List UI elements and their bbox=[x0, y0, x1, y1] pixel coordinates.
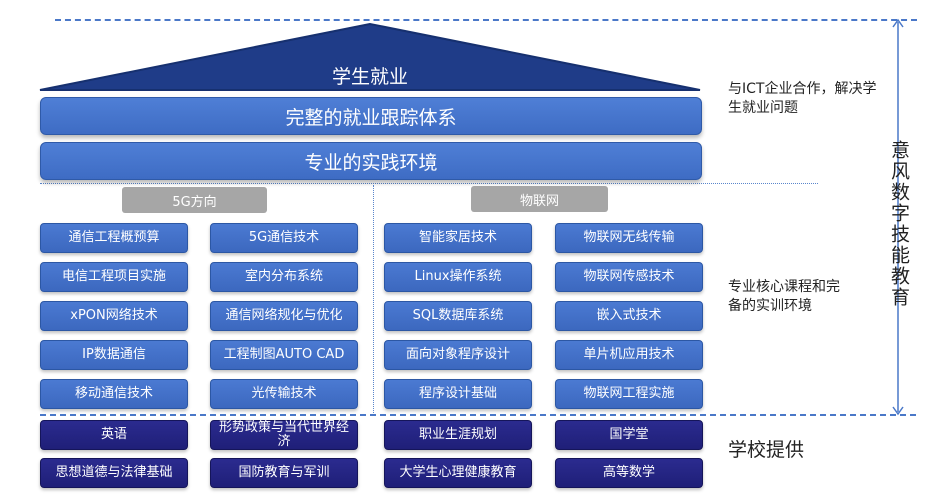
course-box: 光传输技术 bbox=[210, 379, 358, 409]
course-box: 物联网无线传输 bbox=[555, 223, 703, 253]
roof-label: 学生就业 bbox=[331, 66, 408, 88]
school-course-box: 职业生涯规划 bbox=[384, 420, 532, 450]
course-box: 5G通信技术 bbox=[210, 223, 358, 253]
span-arrow bbox=[892, 18, 904, 416]
school-course-box: 思想道德与法律基础 bbox=[40, 458, 188, 488]
note-school-provided: 学校提供 bbox=[728, 439, 805, 461]
top-dashed-line bbox=[55, 19, 917, 21]
course-box: 通信工程概预算 bbox=[40, 223, 188, 253]
course-box: 物联网工程实施 bbox=[555, 379, 703, 409]
course-box: Linux操作系统 bbox=[384, 262, 532, 292]
course-box: 通信网络规化与优化 bbox=[210, 301, 358, 331]
note-core-courses: 专业核心课程和完备的实训环境 bbox=[728, 279, 840, 314]
course-box: IP数据通信 bbox=[40, 340, 188, 370]
course-box: 室内分布系统 bbox=[210, 262, 358, 292]
course-box: 工程制图AUTO CAD bbox=[210, 340, 358, 370]
course-box: 电信工程项目实施 bbox=[40, 262, 188, 292]
course-box: 智能家居技术 bbox=[384, 223, 532, 253]
course-box: 物联网传感技术 bbox=[555, 262, 703, 292]
practice-environment-band: 专业的实践环境 bbox=[40, 142, 702, 180]
side-label: 意风数字技能教育 bbox=[888, 140, 910, 308]
note-enterprise-cooperation: 与ICT企业合作，解决学生就业问题 bbox=[728, 81, 877, 116]
school-course-box: 大学生心理健康教育 bbox=[384, 458, 532, 488]
school-course-box: 国防教育与军训 bbox=[210, 458, 358, 488]
middle-dotted-line bbox=[40, 183, 818, 184]
course-box: 嵌入式技术 bbox=[555, 301, 703, 331]
school-course-box: 高等数学 bbox=[555, 458, 703, 488]
school-course-box: 形势政策与当代世界经济 bbox=[210, 420, 358, 450]
school-course-box: 国学堂 bbox=[555, 420, 703, 450]
school-course-box: 英语 bbox=[40, 420, 188, 450]
category-5g: 5G方向 bbox=[122, 187, 267, 213]
tracking-system-band: 完整的就业跟踪体系 bbox=[40, 97, 702, 135]
course-box: 程序设计基础 bbox=[384, 379, 532, 409]
course-box: xPON网络技术 bbox=[40, 301, 188, 331]
course-box: 移动通信技术 bbox=[40, 379, 188, 409]
course-box: 单片机应用技术 bbox=[555, 340, 703, 370]
bottom-dashed-line bbox=[40, 414, 916, 416]
category-iot: 物联网 bbox=[471, 186, 608, 212]
course-box: SQL数据库系统 bbox=[384, 301, 532, 331]
course-box: 面向对象程序设计 bbox=[384, 340, 532, 370]
roof-triangle bbox=[39, 22, 701, 91]
column-divider bbox=[373, 185, 374, 413]
